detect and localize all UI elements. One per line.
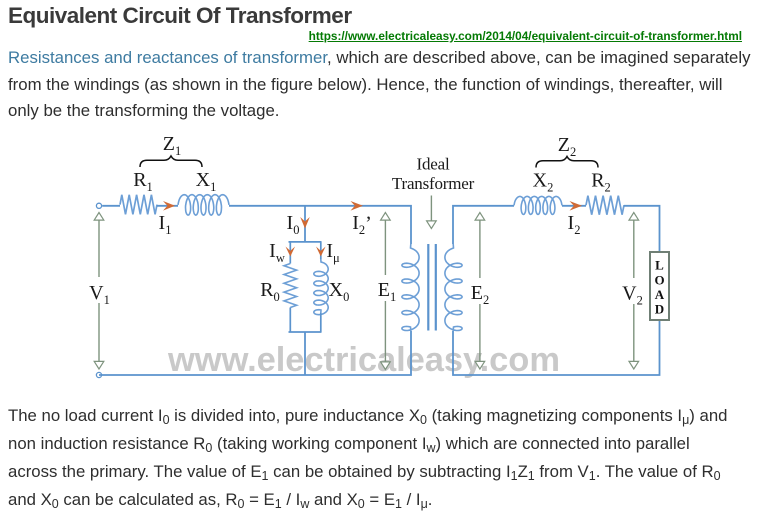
svg-text:I2’: I2’ [352, 212, 372, 237]
svg-text:D: D [655, 302, 664, 317]
svg-text:R0: R0 [260, 279, 280, 304]
svg-text:Iw: Iw [269, 240, 285, 265]
svg-text:I1: I1 [159, 212, 172, 237]
svg-text:R2: R2 [591, 170, 611, 195]
svg-text:Ideal: Ideal [417, 155, 450, 174]
svg-text:I2: I2 [568, 212, 581, 237]
svg-text:O: O [654, 273, 664, 288]
svg-text:X2: X2 [533, 170, 554, 195]
svg-text:V1: V1 [89, 282, 110, 307]
svg-text:Iμ: Iμ [326, 240, 340, 265]
svg-text:E2: E2 [471, 282, 489, 307]
svg-text:www.electricaleasy.com: www.electricaleasy.com [167, 341, 560, 379]
svg-text:E1: E1 [378, 279, 396, 304]
svg-text:A: A [655, 287, 665, 302]
svg-text:Z2: Z2 [558, 134, 576, 159]
svg-text:X0: X0 [329, 279, 350, 304]
svg-text:V2: V2 [622, 283, 643, 308]
svg-text:L: L [655, 258, 664, 273]
svg-text:R1: R1 [133, 169, 153, 194]
svg-text:I0: I0 [287, 212, 300, 237]
svg-text:Transformer: Transformer [392, 174, 475, 193]
svg-text:Z1: Z1 [163, 133, 181, 158]
svg-text:X1: X1 [196, 169, 217, 194]
